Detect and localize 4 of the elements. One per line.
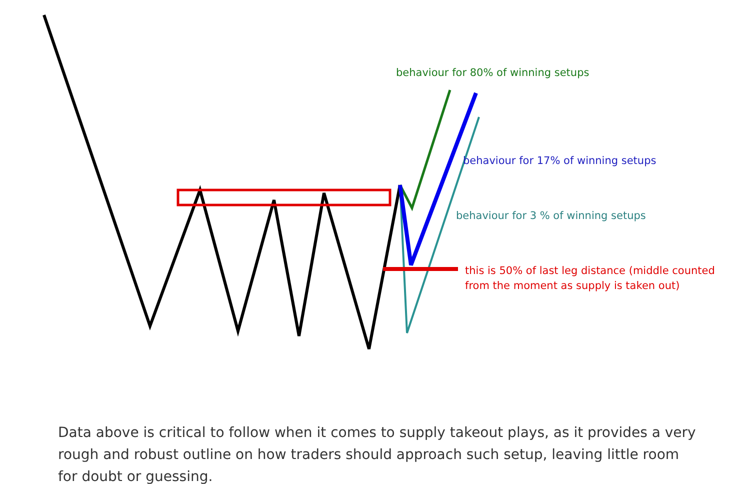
caption: Data above is critical to follow when it comes to supply takeout plays, as it provides a very rough and robust outline on how traders should approach such setup, leaving little room for doubt or guessing.: [58, 424, 697, 484]
annotation-text: behaviour for 80% of winning setups: [396, 66, 590, 81]
annotation-text: this is 50% of last leg distance (middle counted from the moment as supply is taken out): [465, 264, 716, 294]
annotation-text: behaviour for 3 % of winning setups: [456, 209, 647, 224]
